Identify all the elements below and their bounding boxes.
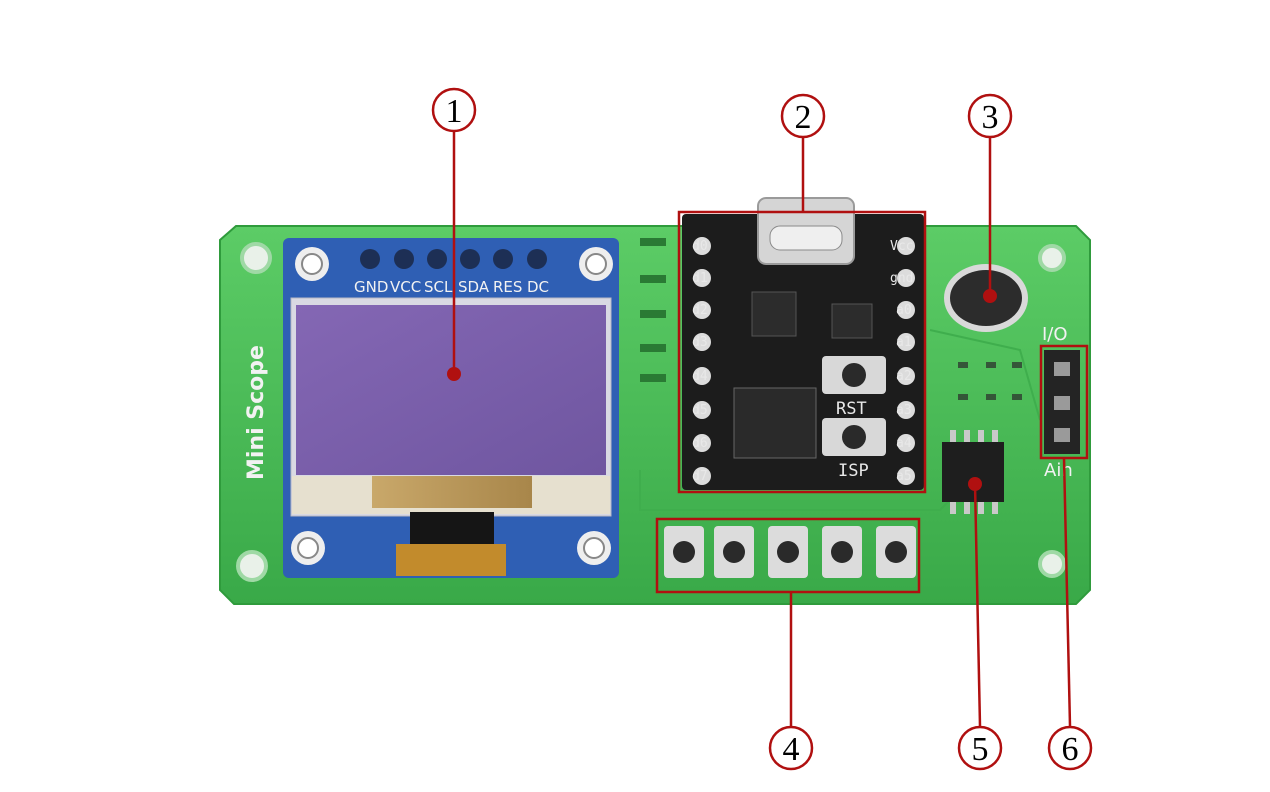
mounting-hole [240,242,272,274]
oled-pin-label: VCC [390,278,421,296]
oled-pin-label: RES [493,278,522,296]
callout-line-5 [973,483,982,727]
mcu-pin-label: a4 [896,436,912,451]
mcu-pin-label: a2 [896,369,912,384]
mcu-pin-label: d4 [692,369,708,384]
board-name-label: Mini Scope [244,345,269,480]
oled-pin-label: GND [354,278,388,296]
mcu-pin-label: d0 [692,239,708,254]
mcu-pin-label: d2 [692,303,708,318]
reset-button-label: RST [836,399,867,419]
callout-marker: 2 [780,93,826,139]
mcu-pin-label: gnd [890,271,913,286]
mcu-pin-label: d6 [692,436,708,451]
mcu-pin-label: d1 [692,271,708,286]
callout-marker: 3 [967,93,1013,139]
callout-number: 2 [795,99,812,136]
amplifier-ic [942,430,1004,514]
callout-marker: 6 [1047,725,1093,771]
mounting-hole [1038,244,1066,272]
isp-button-label: ISP [838,461,869,481]
callout-target-dots [447,289,997,491]
oled-display: GND VCC SCL SDA RES DC [283,238,619,578]
callout-number: 1 [446,93,463,130]
callout-number: 6 [1062,731,1079,768]
mcu-pin-label: a3 [896,403,912,418]
io-label: I/O [1042,324,1068,345]
callout-number: 3 [982,99,999,136]
mcu-pin-label: a5 [896,469,912,484]
push-button [822,526,862,578]
mcu-pin-label: d3 [692,335,708,350]
mcu-pin-label: a0 [896,303,912,318]
ain-label: Ain [1044,460,1073,481]
mounting-hole [236,550,268,582]
callout-marker: 5 [957,725,1003,771]
oled-pin-label: SDA [458,278,490,296]
oled-screen [296,305,606,475]
mcu-pin-label: d5 [692,403,708,418]
callout-number: 5 [972,731,989,768]
push-button [768,526,808,578]
callout-annotations [452,132,1089,727]
oled-pin-label: SCL [424,278,453,296]
callout-number: 4 [783,731,800,768]
push-buttons [664,526,916,578]
callout-box-4 [655,517,921,594]
callout-marker: 1 [431,87,477,133]
mcu-pin-label: Vcc [890,239,913,254]
mounting-hole [1038,550,1066,578]
microcontroller-module: d0 d1 d2 d3 d4 d5 d6 d7 Vcc gnd a0 a1 a2… [640,197,924,490]
mcu-pin-label: d7 [692,469,708,484]
callout-line-6 [1062,457,1072,727]
push-button [876,526,916,578]
push-button [664,526,704,578]
oled-pin-label: DC [527,278,549,296]
callout-marker: 4 [768,725,814,771]
push-button [714,526,754,578]
mcu-pin-label: a1 [896,335,912,350]
